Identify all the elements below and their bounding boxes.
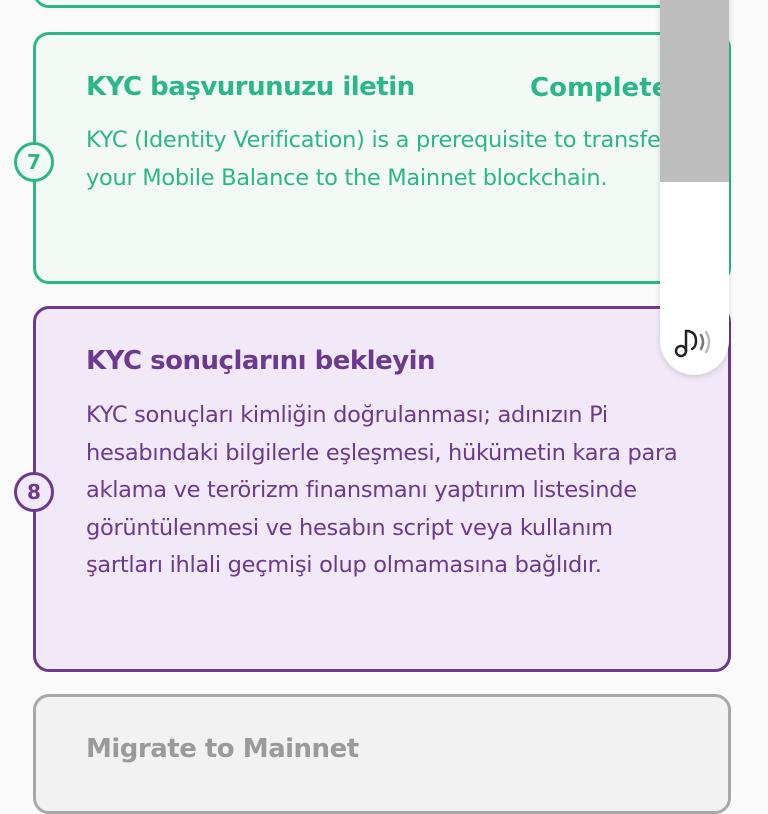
step-card-7[interactable]: KYC başvurunuzu iletin Complete 7 KYC (I… [14,32,731,284]
step-title: Migrate to Mainnet [86,734,359,764]
step-card-9[interactable]: Migrate to Mainnet [33,694,731,814]
step-description: KYC (Identity Verification) is a prerequ… [86,127,670,191]
floating-scroll-panel[interactable] [660,0,729,375]
step-title: KYC sonuçlarını bekleyin [86,346,436,376]
step-description: KYC sonuçları kimliğin doğrulanması; adı… [86,402,678,578]
step-title: KYC başvurunuzu iletin [86,72,415,102]
status-label: Complete [530,73,670,103]
scrollbar-thumb[interactable] [660,0,729,182]
music-note-sound-icon[interactable] [672,325,718,359]
step-card-8[interactable]: KYC sonuçlarını bekleyin 8 KYC sonuçları… [14,306,731,672]
step-number-badge: 8 [14,472,54,512]
step-number-badge: 7 [14,142,54,182]
step-card-previous [33,0,731,8]
